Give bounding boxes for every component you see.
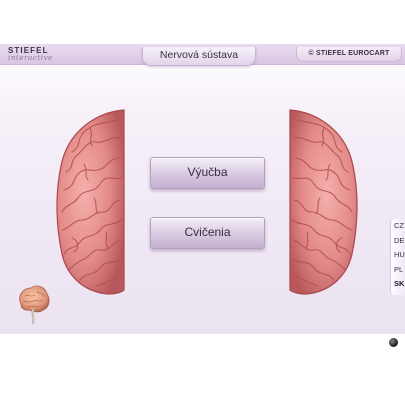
language-hu[interactable]: HU [394, 250, 405, 259]
logo-main-text: STIEFEL [8, 46, 49, 55]
brain-home-icon[interactable] [15, 282, 51, 326]
stiefel-logo: STIEFEL interactive [8, 47, 70, 62]
language-sk[interactable]: SK [394, 279, 405, 288]
dot-icon[interactable] [389, 338, 398, 347]
logo-sub-text: interactive [8, 54, 53, 62]
language-pl[interactable]: PL [394, 264, 404, 274]
copyright-label: © STIEFEL EUROCART [296, 47, 402, 62]
page-title: Nervová sústava [142, 47, 256, 66]
left-brain-hemisphere-image [56, 109, 125, 295]
top-bar: STIEFEL interactive Nervová sústava © ST… [0, 44, 405, 66]
language-selector: CZ DE HU PL SK [390, 219, 405, 295]
language-cz[interactable]: CZ [394, 221, 404, 230]
app-window: STIEFEL interactive Nervová sústava © ST… [0, 44, 405, 334]
exercise-button[interactable]: Cvičenia [150, 217, 265, 249]
right-brain-hemisphere-image [289, 109, 358, 295]
language-de[interactable]: DE [394, 235, 405, 245]
learn-button[interactable]: Výučba [150, 157, 265, 189]
